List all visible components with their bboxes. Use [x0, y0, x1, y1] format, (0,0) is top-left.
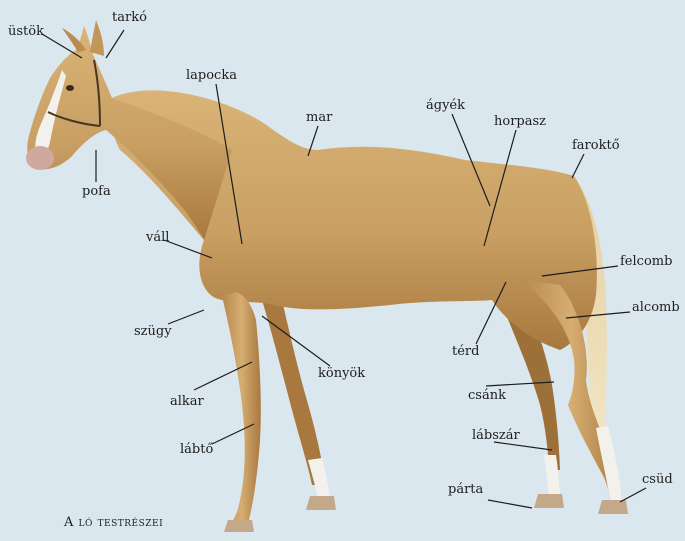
label-mar: mar: [306, 110, 332, 125]
near-front-leg: [222, 292, 261, 524]
label-csank: csánk: [468, 388, 506, 403]
far-front-leg: [262, 300, 326, 485]
label-parta: párta: [448, 482, 483, 497]
label-alcomb: alcomb: [632, 300, 680, 315]
hoof-front-far: [306, 496, 336, 510]
hoof-hind-near: [598, 500, 628, 514]
leader-labszar: [494, 442, 552, 450]
leader-faroktő: [572, 154, 584, 178]
muzzle: [26, 146, 54, 170]
diagram-caption: A ló testrészei: [64, 515, 163, 530]
label-faroktő: faroktő: [572, 138, 620, 153]
label-csud: csüd: [642, 472, 673, 487]
eye: [66, 85, 74, 91]
label-agyek: ágyék: [426, 98, 465, 113]
hoof-front-near: [224, 520, 254, 532]
label-labto: lábtő: [180, 442, 213, 457]
hoof-hind-far: [534, 494, 564, 508]
label-terd: térd: [452, 344, 479, 359]
leader-konyok: [262, 316, 330, 366]
label-tarko: tarkó: [112, 10, 147, 25]
label-ustok: üstök: [8, 24, 44, 39]
leader-csud: [620, 488, 646, 502]
leader-szugy: [168, 310, 204, 324]
label-labszar: lábszár: [472, 428, 520, 443]
ear-right: [90, 20, 104, 56]
label-horpasz: horpasz: [494, 114, 546, 129]
label-alkar: alkar: [170, 394, 204, 409]
leader-tarko: [106, 30, 124, 58]
label-vall: váll: [146, 230, 169, 245]
label-konyok: könyök: [318, 366, 365, 381]
label-szugy: szügy: [134, 324, 172, 339]
label-pofa: pofa: [82, 184, 111, 199]
label-felcomb: felcomb: [620, 254, 672, 269]
label-lapocka: lapocka: [186, 68, 237, 83]
leader-parta: [488, 500, 532, 508]
